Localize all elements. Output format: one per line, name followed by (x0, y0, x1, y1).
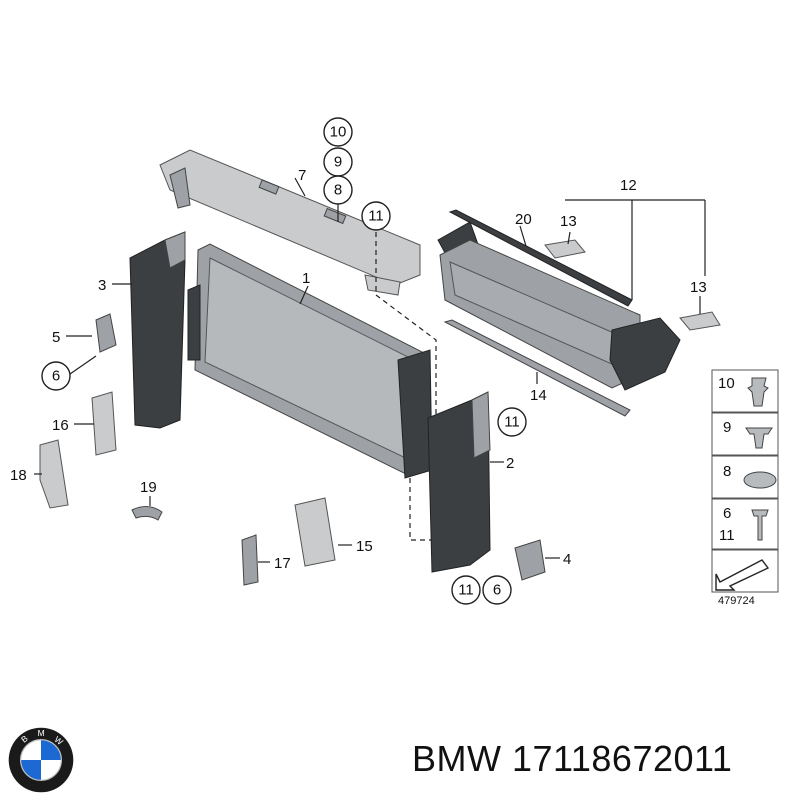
legend-label-6: 6 (723, 505, 731, 522)
expansion-rivet-icon (745, 427, 773, 449)
circled-callout-11-top: 11 (361, 201, 391, 231)
leader-lines (34, 177, 706, 563)
bracket-13-upper-part (544, 239, 586, 259)
upper-crossmember-part (159, 149, 421, 296)
callout-14: 14 (530, 387, 547, 404)
arrow-symbol-icon (715, 559, 770, 591)
legend-label-10: 10 (718, 375, 735, 392)
left-air-guide-part (129, 231, 186, 429)
callout-12: 12 (620, 177, 637, 194)
fastener-legend: 10 9 8 6 11 479724 (711, 369, 779, 607)
legend-label-9: 9 (723, 419, 731, 436)
bracket-5-part (95, 313, 117, 353)
callout-16: 16 (52, 417, 69, 434)
callout-15: 15 (356, 538, 373, 555)
callout-18: 18 (10, 467, 27, 484)
callout-7: 7 (298, 167, 306, 184)
callout-13-lower: 13 (690, 279, 707, 296)
svg-text:11: 11 (458, 582, 474, 599)
part-number-caption: BMW 17118672011 (412, 738, 733, 779)
bracket-17-part (241, 534, 259, 586)
circled-callout-10: 10 (323, 117, 353, 147)
bracket-4-part (514, 539, 546, 581)
intercooler-part (437, 221, 681, 391)
circled-callout-9: 9 (323, 147, 353, 177)
callout-19: 19 (140, 479, 157, 496)
svg-text:11: 11 (504, 414, 520, 431)
rubber-mount-icon (743, 471, 777, 489)
bmw-logo: B M W (8, 727, 74, 793)
svg-text:B: B (19, 733, 30, 745)
screw-icon (751, 509, 769, 541)
svg-text:11: 11 (368, 208, 384, 225)
legend-label-11: 11 (719, 527, 735, 544)
callout-5: 5 (52, 329, 60, 346)
clip-nut-icon (747, 377, 769, 407)
callout-3: 3 (98, 277, 106, 294)
circled-callout-11-right: 11 (497, 407, 527, 437)
bracket-13-lower-part (679, 311, 721, 331)
svg-text:6: 6 (52, 368, 60, 385)
clip-19-part (131, 506, 163, 521)
circled-callout-8: 8 (323, 175, 353, 205)
callout-4: 4 (563, 551, 571, 568)
svg-text:10: 10 (330, 124, 347, 141)
callout-2: 2 (506, 455, 514, 472)
circled-callout-6-bottom: 6 (482, 575, 512, 605)
svg-text:8: 8 (334, 182, 342, 199)
legend-label-8: 8 (723, 463, 731, 480)
circled-callout-11-bottom: 11 (451, 575, 481, 605)
bracket-16-part (91, 391, 117, 456)
lower-seal-part (443, 319, 631, 417)
right-air-guide-part (427, 391, 491, 573)
cover-18-part (39, 439, 69, 509)
svg-text:6: 6 (493, 582, 501, 599)
diagram-number: 479724 (718, 595, 755, 607)
callout-1: 1 (302, 270, 310, 287)
svg-text:M: M (38, 728, 45, 738)
bracket-15-part (294, 497, 336, 567)
callout-17: 17 (274, 555, 291, 572)
callout-20: 20 (515, 211, 532, 228)
callout-13-upper: 13 (560, 213, 577, 230)
circled-callout-6-left: 6 (41, 361, 71, 391)
svg-text:9: 9 (334, 154, 342, 171)
